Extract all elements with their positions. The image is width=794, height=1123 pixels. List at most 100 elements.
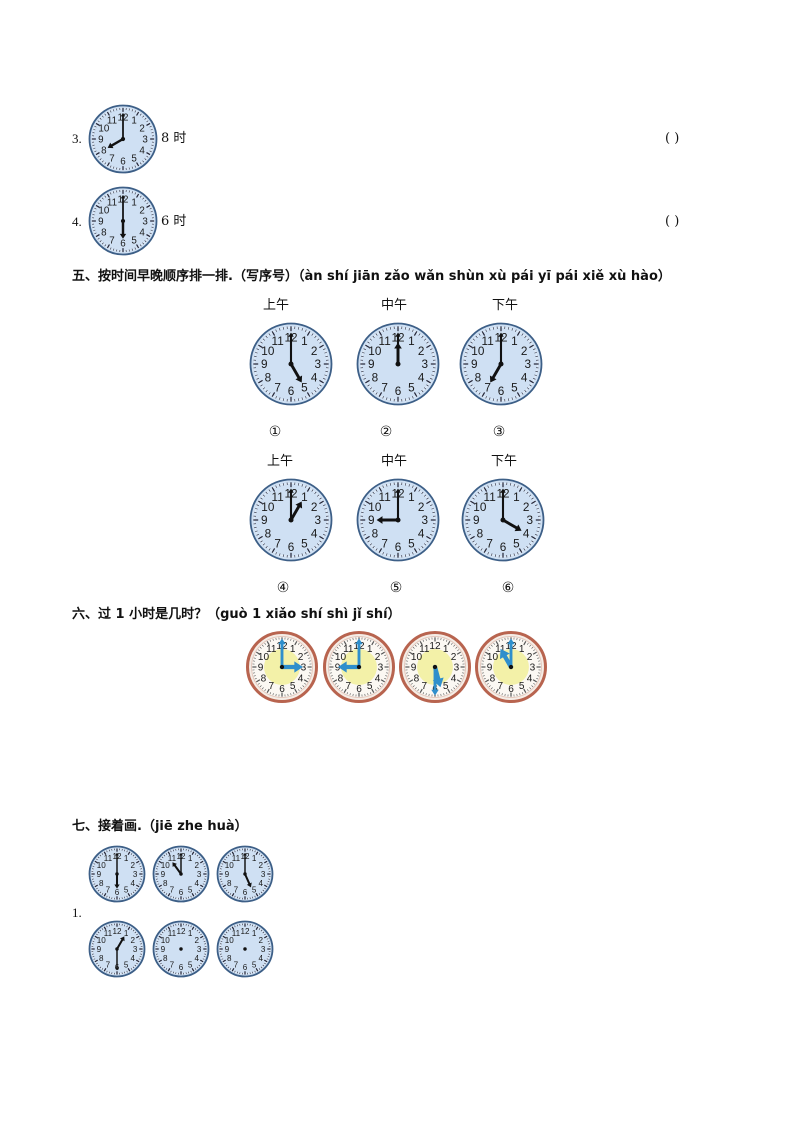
svg-text:3: 3 [454,663,460,674]
svg-text:11: 11 [272,335,284,348]
svg-text:1: 1 [252,854,257,863]
svg-text:8: 8 [163,954,168,963]
svg-text:4: 4 [451,673,457,684]
svg-text:4: 4 [311,372,318,385]
svg-text:3: 3 [314,514,321,527]
svg-text:5: 5 [252,961,257,970]
svg-text:1: 1 [519,644,525,655]
svg-text:7: 7 [109,236,114,247]
svg-text:10: 10 [97,861,107,870]
svg-text:3: 3 [197,945,202,954]
svg-text:9: 9 [97,945,102,954]
svg-text:11: 11 [419,644,430,655]
svg-text:8: 8 [265,528,272,541]
section-7-title: 七、接着画.（jiē zhe huà） [72,819,248,834]
svg-text:7: 7 [484,381,491,394]
answer-blank-4[interactable]: ( ) [665,214,680,229]
svg-text:8: 8 [163,879,168,888]
svg-text:5: 5 [367,681,373,692]
svg-text:10: 10 [368,345,382,358]
svg-text:10: 10 [335,652,347,663]
svg-text:4: 4 [258,879,263,888]
svg-text:11: 11 [484,491,496,504]
svg-text:4: 4 [521,372,528,385]
option-mark-1: ① [268,424,282,440]
svg-text:10: 10 [411,652,423,663]
question-4-text: 6 时 [161,214,187,229]
svg-text:4: 4 [418,372,425,385]
time-label-afternoon: 下午 [491,298,518,313]
svg-text:8: 8 [490,673,496,684]
svg-text:9: 9 [97,870,102,879]
svg-text:8: 8 [338,673,344,684]
svg-text:3: 3 [133,870,138,879]
svg-text:4: 4 [375,673,381,684]
svg-text:9: 9 [258,663,264,674]
svg-text:2: 2 [194,936,199,945]
svg-text:7: 7 [274,537,281,550]
option-mark-6: ⑥ [501,580,515,596]
svg-text:2: 2 [375,652,381,663]
svg-text:1: 1 [408,335,415,348]
svg-text:1: 1 [290,644,296,655]
svg-text:6: 6 [395,385,402,398]
svg-text:12: 12 [112,927,122,936]
svg-text:1: 1 [252,929,257,938]
svg-text:7: 7 [274,381,281,394]
svg-text:5: 5 [124,886,129,895]
svg-text:10: 10 [161,861,171,870]
svg-text:10: 10 [487,652,499,663]
svg-text:11: 11 [343,644,354,655]
svg-text:7: 7 [346,681,352,692]
svg-text:5: 5 [443,681,449,692]
svg-text:1: 1 [188,929,193,938]
svg-text:5: 5 [188,961,193,970]
option-mark-3: ③ [492,424,506,440]
svg-text:3: 3 [421,514,428,527]
svg-text:6: 6 [243,888,248,897]
svg-text:11: 11 [232,854,241,863]
svg-text:9: 9 [225,945,230,954]
svg-text:10: 10 [368,501,382,514]
svg-text:7: 7 [422,681,428,692]
svg-text:6: 6 [500,541,507,554]
svg-text:2: 2 [311,345,318,358]
svg-text:9: 9 [261,514,268,527]
svg-text:2: 2 [298,652,304,663]
svg-text:11: 11 [379,335,391,348]
svg-text:1: 1 [513,491,520,504]
svg-text:2: 2 [139,205,144,216]
svg-text:4: 4 [418,528,425,541]
svg-text:1: 1 [367,644,373,655]
svg-text:5: 5 [301,381,308,394]
option-mark-5: ⑤ [389,580,403,596]
svg-text:8: 8 [414,673,420,684]
svg-text:10: 10 [258,652,270,663]
svg-text:2: 2 [521,345,528,358]
svg-text:12: 12 [176,927,186,936]
svg-text:10: 10 [261,345,275,358]
svg-text:10: 10 [225,861,235,870]
time-label-morning: 上午 [262,298,289,313]
svg-text:9: 9 [487,663,493,674]
answer-blank-3[interactable]: ( ) [665,131,680,146]
svg-text:9: 9 [98,217,103,228]
question-4-number: 4. [72,214,82,229]
svg-text:3: 3 [261,870,266,879]
svg-text:1: 1 [131,115,136,126]
svg-text:11: 11 [107,197,117,208]
svg-text:1: 1 [131,197,136,208]
svg-text:9: 9 [411,663,417,674]
svg-text:11: 11 [168,854,177,863]
svg-text:10: 10 [98,205,109,216]
svg-text:6: 6 [179,888,184,897]
svg-text:2: 2 [258,936,263,945]
svg-text:6: 6 [498,385,505,398]
